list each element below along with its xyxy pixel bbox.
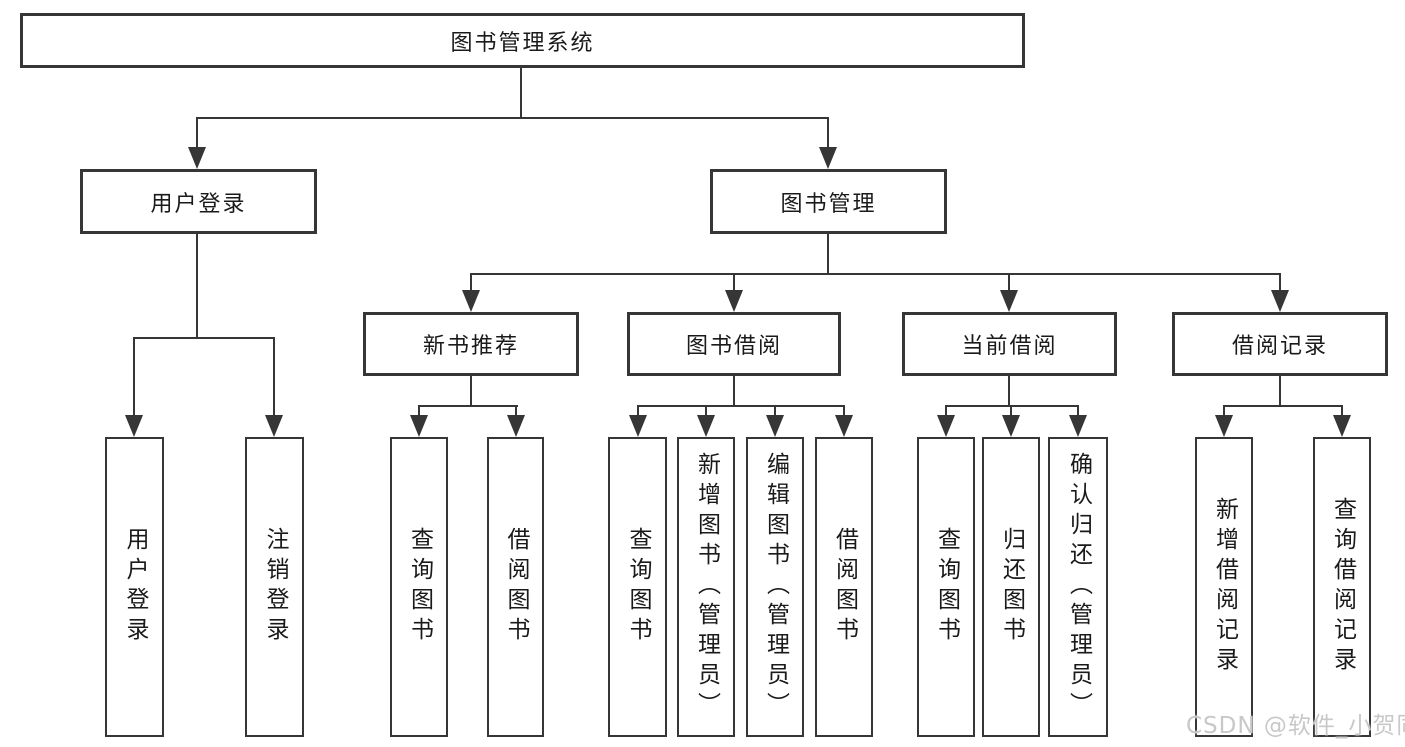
- connector-line: [418, 406, 420, 416]
- connector-line: [133, 337, 275, 339]
- arrowhead-down-icon: [507, 415, 525, 437]
- leaf-query-books-recommend: 查询图书: [390, 437, 448, 737]
- leaf-logout: 注销登录: [245, 437, 304, 737]
- arrowhead-down-icon: [725, 290, 743, 312]
- connector-line: [1223, 405, 1343, 407]
- arrowhead-down-icon: [462, 290, 480, 312]
- connector-line: [827, 118, 829, 148]
- node-borrow-records-label: 借阅记录: [1231, 334, 1328, 359]
- node-new-book-recommend-label: 新书推荐: [422, 334, 519, 359]
- arrowhead-down-icon: [1271, 290, 1289, 312]
- arrowhead-down-icon: [835, 415, 853, 437]
- node-current-borrowing: 当前借阅: [902, 312, 1117, 376]
- arrowhead-down-icon: [937, 415, 955, 437]
- arrowhead-down-icon: [766, 415, 784, 437]
- leaf-return-books-label: 归还图书: [998, 527, 1025, 647]
- arrowhead-down-icon: [1069, 415, 1087, 437]
- node-book-management-label: 图书管理: [780, 191, 877, 217]
- connector-line: [1008, 376, 1010, 406]
- leaf-add-borrow-record: 新增借阅记录: [1195, 437, 1253, 737]
- connector-line: [774, 406, 776, 416]
- node-book-borrowing: 图书借阅: [627, 312, 841, 376]
- node-new-book-recommend: 新书推荐: [363, 312, 579, 376]
- leaf-edit-books-admin: 编辑图书（管理员）: [746, 437, 804, 737]
- leaf-query-books-current: 查询图书: [917, 437, 975, 737]
- arrowhead-down-icon: [1333, 415, 1351, 437]
- connector-line: [196, 117, 829, 119]
- connector-line: [1223, 406, 1225, 416]
- connector-line: [1077, 406, 1079, 416]
- node-borrow-records: 借阅记录: [1172, 312, 1388, 376]
- arrowhead-down-icon: [1215, 415, 1233, 437]
- node-user-login-label: 用户登录: [150, 191, 247, 217]
- arrowhead-down-icon: [125, 415, 143, 437]
- connector-line: [637, 405, 845, 407]
- node-current-borrowing-label: 当前借阅: [961, 334, 1058, 359]
- arrowhead-down-icon: [1002, 415, 1020, 437]
- connector-line: [133, 338, 135, 416]
- leaf-query-books-recommend-label: 查询图书: [406, 527, 433, 647]
- connector-line: [470, 273, 1281, 275]
- leaf-borrow-books-recommend: 借阅图书: [487, 437, 544, 737]
- leaf-borrow-books: 借阅图书: [815, 437, 873, 737]
- leaf-return-books: 归还图书: [982, 437, 1040, 737]
- connector-line: [705, 406, 707, 416]
- connector-line: [945, 406, 947, 416]
- arrowhead-down-icon: [819, 147, 837, 169]
- leaf-confirm-return-admin: 确认归还（管理员）: [1048, 437, 1108, 737]
- connector-line: [827, 234, 829, 274]
- arrowhead-down-icon: [188, 147, 206, 169]
- leaf-edit-books-admin-label: 编辑图书（管理员）: [762, 452, 789, 722]
- connector-line: [843, 406, 845, 416]
- leaf-confirm-return-admin-label: 确认归还（管理员）: [1065, 452, 1092, 722]
- connector-line: [196, 234, 198, 338]
- node-user-login: 用户登录: [80, 169, 317, 234]
- connector-line: [470, 376, 472, 406]
- leaf-user-login: 用户登录: [105, 437, 164, 737]
- leaf-query-books-borrowing: 查询图书: [608, 437, 667, 737]
- node-library-system: 图书管理系统: [20, 13, 1025, 68]
- leaf-query-borrow-record-label: 查询借阅记录: [1329, 497, 1356, 677]
- connector-line: [273, 338, 275, 416]
- connector-line: [1010, 406, 1012, 416]
- leaf-add-books-admin-label: 新增图书（管理员）: [693, 452, 720, 722]
- arrowhead-down-icon: [697, 415, 715, 437]
- connector-line: [520, 68, 522, 118]
- leaf-borrow-books-recommend-label: 借阅图书: [503, 527, 529, 647]
- arrowhead-down-icon: [629, 415, 647, 437]
- connector-line: [733, 274, 735, 290]
- node-library-system-label: 图书管理系统: [450, 30, 595, 56]
- connector-line: [196, 118, 198, 148]
- leaf-add-books-admin: 新增图书（管理员）: [677, 437, 735, 737]
- leaf-query-books-current-label: 查询图书: [933, 527, 960, 647]
- arrowhead-down-icon: [410, 415, 428, 437]
- connector-line: [733, 376, 735, 406]
- leaf-logout-label: 注销登录: [262, 527, 288, 647]
- connector-line: [1341, 406, 1343, 416]
- leaf-add-borrow-record-label: 新增借阅记录: [1211, 497, 1238, 677]
- connector-line: [1279, 274, 1281, 290]
- node-book-management: 图书管理: [710, 169, 947, 234]
- connector-line: [1008, 274, 1010, 290]
- arrowhead-down-icon: [1000, 290, 1018, 312]
- csdn-watermark: CSDN @软件_小贺同学: [1186, 713, 1405, 739]
- node-book-borrowing-label: 图书借阅: [685, 334, 782, 359]
- leaf-query-borrow-record: 查询借阅记录: [1313, 437, 1371, 737]
- connector-line: [418, 405, 518, 407]
- connector-line: [637, 406, 639, 416]
- connector-line: [945, 405, 1079, 407]
- connector-line: [515, 406, 517, 416]
- leaf-borrow-books-label: 借阅图书: [831, 527, 858, 647]
- arrowhead-down-icon: [265, 415, 283, 437]
- leaf-query-books-borrowing-label: 查询图书: [625, 527, 651, 647]
- connector-line: [1279, 376, 1281, 406]
- connector-line: [470, 274, 472, 290]
- leaf-user-login-label: 用户登录: [122, 527, 148, 647]
